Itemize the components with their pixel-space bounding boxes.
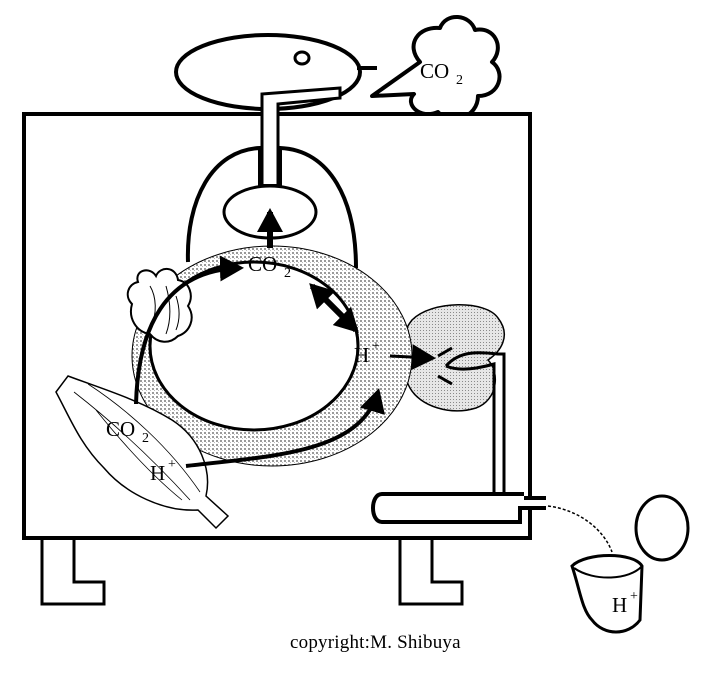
h-urine-label: H bbox=[612, 593, 627, 617]
toilet: H + bbox=[572, 496, 688, 632]
urine-stream bbox=[548, 506, 612, 552]
co2-muscle-label: CO bbox=[106, 417, 135, 441]
h-muscle-sup: + bbox=[168, 457, 176, 472]
exhaled-co2-cloud: CO 2 bbox=[372, 17, 500, 119]
right-leg bbox=[400, 540, 462, 604]
co2-blood-label: CO bbox=[248, 252, 277, 276]
h-blood-label: H bbox=[354, 343, 369, 367]
h-blood-to-kidney-arrow bbox=[390, 356, 432, 358]
copyright-text: copyright:M. Shibuya bbox=[290, 632, 461, 653]
h-blood-sup: + bbox=[372, 339, 380, 354]
co2-exhaled-sub: 2 bbox=[456, 73, 463, 88]
co2-exhaled-label: CO bbox=[420, 59, 449, 83]
co2-muscle-sub: 2 bbox=[142, 431, 149, 446]
h-urine-sup: + bbox=[630, 589, 638, 604]
h-muscle-label: H bbox=[150, 461, 165, 485]
co2-blood-sub: 2 bbox=[284, 266, 291, 281]
left-leg bbox=[42, 540, 104, 604]
